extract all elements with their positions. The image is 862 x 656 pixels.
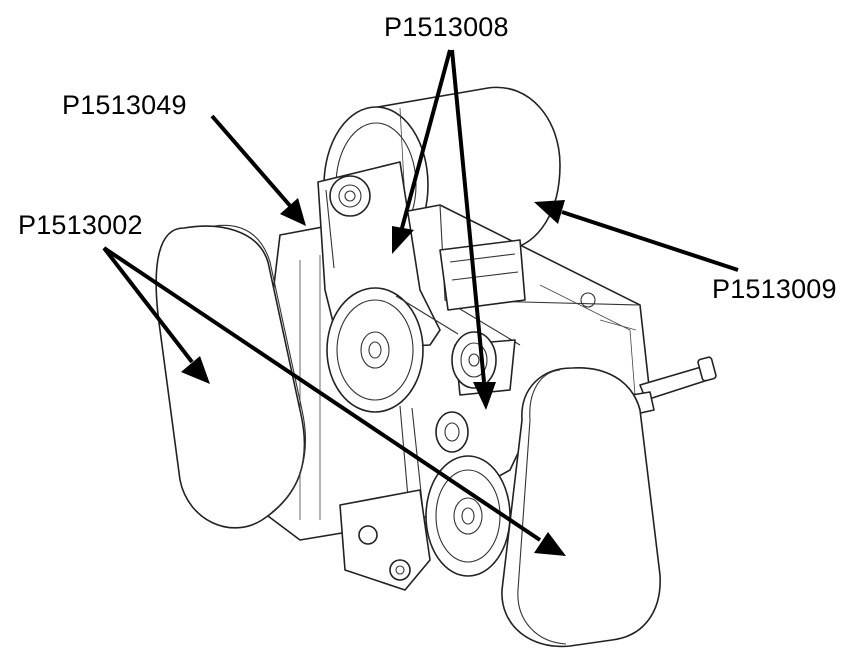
arrow-p1513008-a [400,49,452,229]
arrowhead-p1513049 [280,198,306,226]
left-belt-guard [155,224,306,529]
arrow-p1513002-a [102,246,194,364]
arrow-p1513009 [561,210,739,272]
idler-pulley [451,331,497,389]
arrow-p1513049 [210,114,294,210]
callout-arrows [102,49,739,556]
upper-drive-pulley [326,287,424,413]
arrowhead-p1513002-a [181,356,210,384]
arrow-p1513008-b [450,49,486,383]
arrow-p1513002-b [102,246,542,542]
callout-label-p1513009: P1513009 [712,274,837,304]
arrowhead-p1513008-a [392,226,414,254]
callout-label-p1513008: P1513008 [384,12,509,42]
lower-pulley-assembly [339,455,511,591]
right-belt-guard [501,367,661,648]
callout-label-p1513049: P1513049 [62,90,187,120]
callout-label-p1513002: P1513002 [18,210,143,240]
arrowhead-p1513008-b [473,382,496,410]
arrowhead-p1513009 [534,200,565,224]
arrowhead-p1513002-b [534,532,566,556]
center-small-pulley [435,411,469,453]
